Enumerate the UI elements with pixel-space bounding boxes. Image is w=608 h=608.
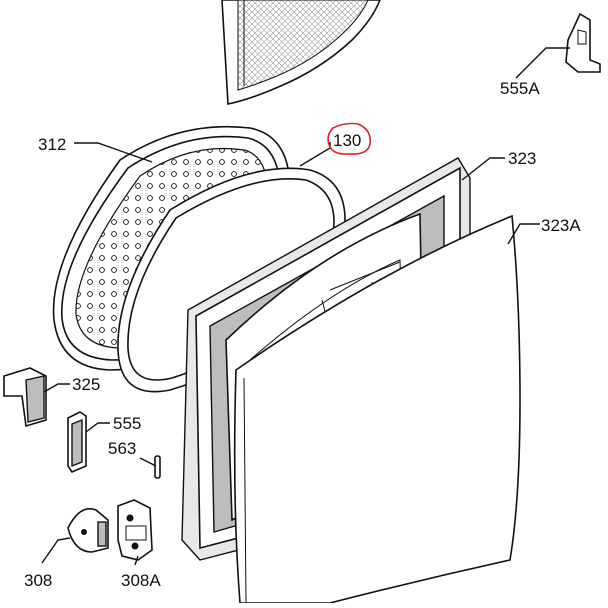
top-filter-part — [221, 0, 381, 105]
strike-555-part — [67, 411, 87, 473]
pin-563-part — [154, 455, 161, 479]
label-130: 130 — [333, 131, 361, 150]
label-325: 325 — [72, 375, 100, 394]
latch-325-part — [3, 367, 47, 428]
label-563: 563 — [108, 439, 136, 458]
label-323a: 323A — [541, 216, 581, 235]
label-555a: 555A — [500, 79, 540, 98]
outer-door-panel-323a-part — [233, 214, 521, 604]
label-308a: 308A — [121, 571, 161, 590]
label-308: 308 — [24, 571, 52, 590]
hinge-308-part — [67, 508, 109, 553]
label-323: 323 — [508, 149, 536, 168]
label-312: 312 — [38, 135, 66, 154]
label-555: 555 — [113, 414, 141, 433]
highlight-circle-130 — [327, 122, 372, 155]
hinge-308a-part — [117, 499, 153, 561]
latch-555a-part — [565, 12, 601, 73]
